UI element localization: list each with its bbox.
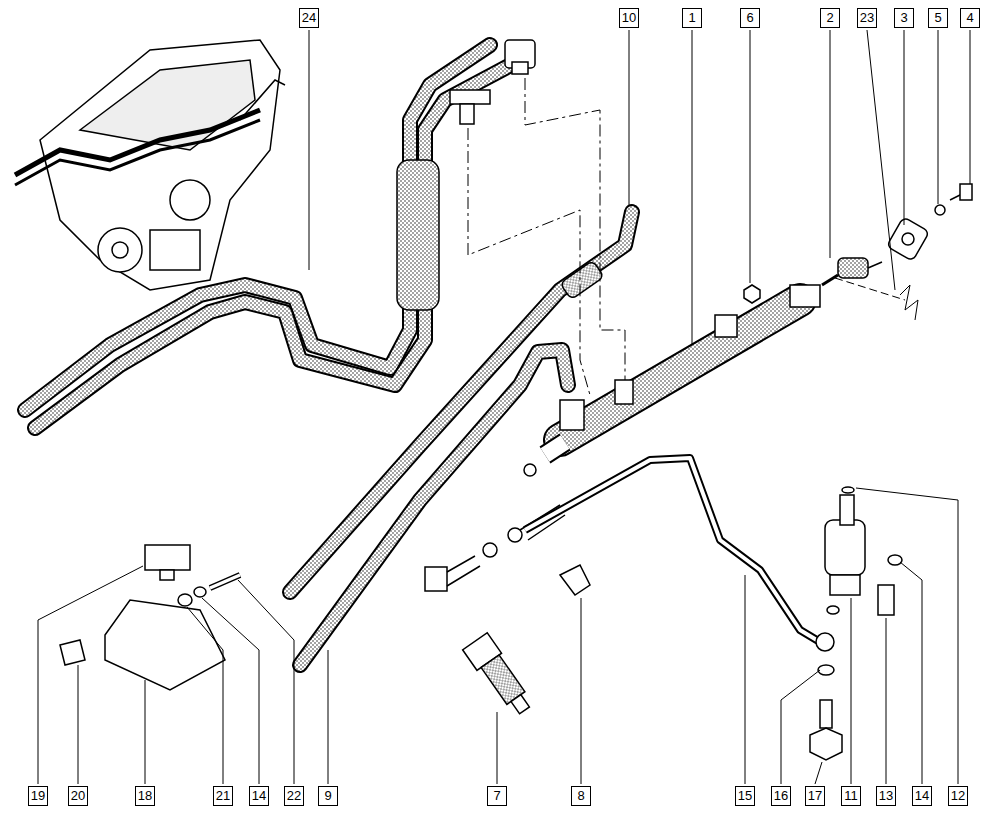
callout-number: 14 xyxy=(912,786,932,806)
callout-number: 1 xyxy=(682,8,702,28)
callout-number: 3 xyxy=(894,8,914,28)
callout-number: 17 xyxy=(805,786,825,806)
callout-number: 24 xyxy=(299,8,319,28)
callout-number: 13 xyxy=(876,786,896,806)
callout-number: 21 xyxy=(213,786,233,806)
callout-number: 15 xyxy=(735,786,755,806)
callout-number: 19 xyxy=(28,786,48,806)
callout-number: 9 xyxy=(318,786,338,806)
callout-number: 23 xyxy=(857,8,877,28)
callout-number: 8 xyxy=(571,786,591,806)
callout-number: 11 xyxy=(841,786,861,806)
callout-number: 4 xyxy=(960,8,980,28)
callout-number: 6 xyxy=(740,8,760,28)
callout-number: 2 xyxy=(820,8,840,28)
callout-number: 7 xyxy=(487,786,507,806)
callout-number: 16 xyxy=(771,786,791,806)
callout-number: 18 xyxy=(135,786,155,806)
callout-number: 12 xyxy=(948,786,968,806)
callout-number: 22 xyxy=(284,786,304,806)
callout-number: 5 xyxy=(928,8,948,28)
callout-number: 10 xyxy=(619,8,639,28)
callout-number: 20 xyxy=(68,786,88,806)
callout-number: 14 xyxy=(249,786,269,806)
